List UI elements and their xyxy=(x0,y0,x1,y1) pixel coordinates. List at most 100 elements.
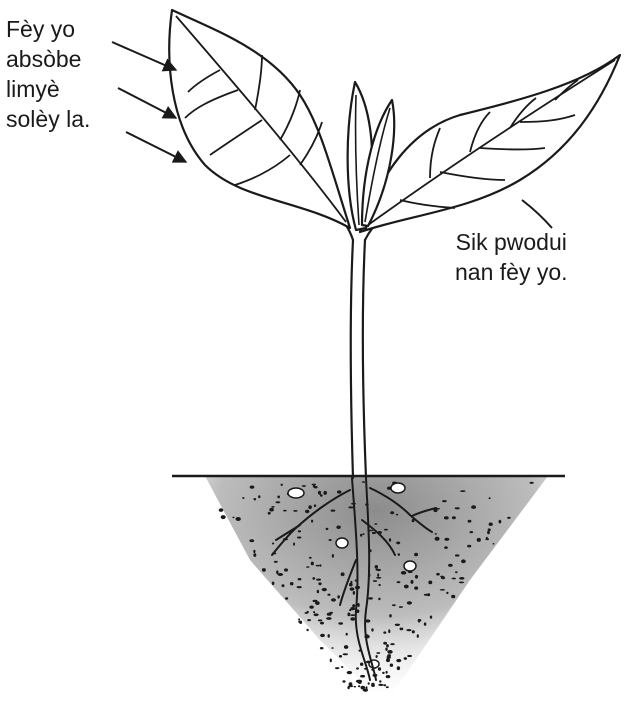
soil-speck xyxy=(313,611,315,613)
soil-speck xyxy=(489,523,493,526)
left-leaf-outline xyxy=(169,10,350,228)
soil-speck xyxy=(444,546,448,549)
soil-speck xyxy=(332,554,334,558)
soil-speck xyxy=(376,569,379,571)
soil-speck xyxy=(219,508,224,512)
soil-speck xyxy=(298,578,302,580)
soil-speck xyxy=(305,510,309,513)
soil-speck xyxy=(254,498,257,500)
soil-speck xyxy=(371,628,373,631)
soil-speck xyxy=(461,559,466,563)
soil-speck xyxy=(428,581,432,585)
right-leaf xyxy=(360,55,620,232)
soil-speck xyxy=(306,566,309,568)
soil-speck xyxy=(302,485,306,487)
leaves-absorb-label: Fèy yo absòbe limyè solèy la. xyxy=(6,14,90,134)
stem-left-edge xyxy=(351,240,353,478)
soil-speck xyxy=(268,512,271,515)
soil-speck xyxy=(378,684,383,686)
soil-speck xyxy=(362,533,364,535)
soil-speck xyxy=(348,506,353,508)
soil-speck xyxy=(276,501,281,503)
soil-speck xyxy=(236,517,241,521)
soil-speck xyxy=(358,685,360,687)
soil-speck xyxy=(386,675,391,678)
soil-speck xyxy=(451,595,455,599)
soil-speck xyxy=(346,633,348,636)
soil-speck xyxy=(397,581,401,583)
soil-speck xyxy=(389,538,391,541)
soil-speck xyxy=(387,650,392,654)
soil-shading xyxy=(205,476,548,705)
soil-speck xyxy=(455,507,460,509)
soil-speck xyxy=(298,621,302,623)
soil-speck xyxy=(298,530,301,532)
soil-speck xyxy=(320,564,322,567)
soil-speck xyxy=(316,579,321,581)
leaves-absorb-line: absòbe xyxy=(6,44,90,74)
soil-speck xyxy=(442,500,447,502)
soil-speck xyxy=(342,680,345,682)
soil-speck xyxy=(232,517,234,519)
soil-speck xyxy=(455,571,458,573)
soil-speck xyxy=(315,601,320,605)
soil-speck xyxy=(373,580,377,582)
soil-speck xyxy=(444,516,449,519)
soil-speck xyxy=(378,667,381,670)
soil-speck xyxy=(459,582,464,584)
soil-speck xyxy=(386,686,389,688)
pebble xyxy=(404,561,416,571)
soil-speck xyxy=(446,592,448,594)
soil-speck xyxy=(314,613,319,616)
arrow-icon xyxy=(112,42,176,70)
soil-speck xyxy=(435,533,437,535)
soil-speck xyxy=(459,577,464,580)
soil-speck xyxy=(311,562,314,566)
soil-speck xyxy=(390,664,393,667)
soil-speck xyxy=(383,642,387,645)
arrow-icon xyxy=(126,132,186,162)
soil-speck xyxy=(221,515,226,519)
soil-speck xyxy=(362,481,366,483)
soil-speck xyxy=(377,573,379,576)
soil-speck xyxy=(395,624,400,626)
soil-speck xyxy=(477,538,481,542)
soil-speck xyxy=(360,675,365,678)
soil-speck xyxy=(341,572,345,576)
soil-speck xyxy=(326,528,329,530)
soil-speck xyxy=(375,565,378,569)
soil-speck xyxy=(282,584,285,587)
soil-speck xyxy=(378,598,380,601)
soil-speck xyxy=(343,653,348,655)
sugar-produced-label: Sik pwodui nan fèy yo. xyxy=(455,227,568,287)
soil-speck xyxy=(383,631,386,633)
soil-speck xyxy=(318,582,321,585)
soil-speck xyxy=(386,658,390,662)
soil-speck xyxy=(401,571,406,575)
soil-speck xyxy=(452,516,456,519)
soil-speck xyxy=(350,614,355,616)
soil-speck xyxy=(352,604,355,607)
soil-speck xyxy=(269,508,274,512)
soil-speck xyxy=(487,531,490,534)
soil-speck xyxy=(415,575,418,579)
soil-speck xyxy=(424,622,427,625)
soil-speck xyxy=(336,526,340,529)
soil-speck xyxy=(307,619,311,621)
soil-speck xyxy=(347,671,352,674)
soil-speck xyxy=(368,597,373,599)
soil-speck xyxy=(272,582,275,586)
soil-speck xyxy=(274,561,278,563)
soil-speck xyxy=(440,576,444,578)
soil-speck xyxy=(376,655,378,658)
soil-speck xyxy=(293,543,295,546)
soil-speck xyxy=(327,613,332,616)
soil-speck xyxy=(414,553,418,557)
pebble xyxy=(391,483,405,493)
soil-speck xyxy=(389,614,392,617)
soil-speck xyxy=(318,619,322,621)
soil-speck xyxy=(400,628,404,631)
soil-speck xyxy=(366,686,368,690)
soil-speck xyxy=(316,565,320,567)
sugar-produced-line: Sik pwodui xyxy=(455,227,568,257)
